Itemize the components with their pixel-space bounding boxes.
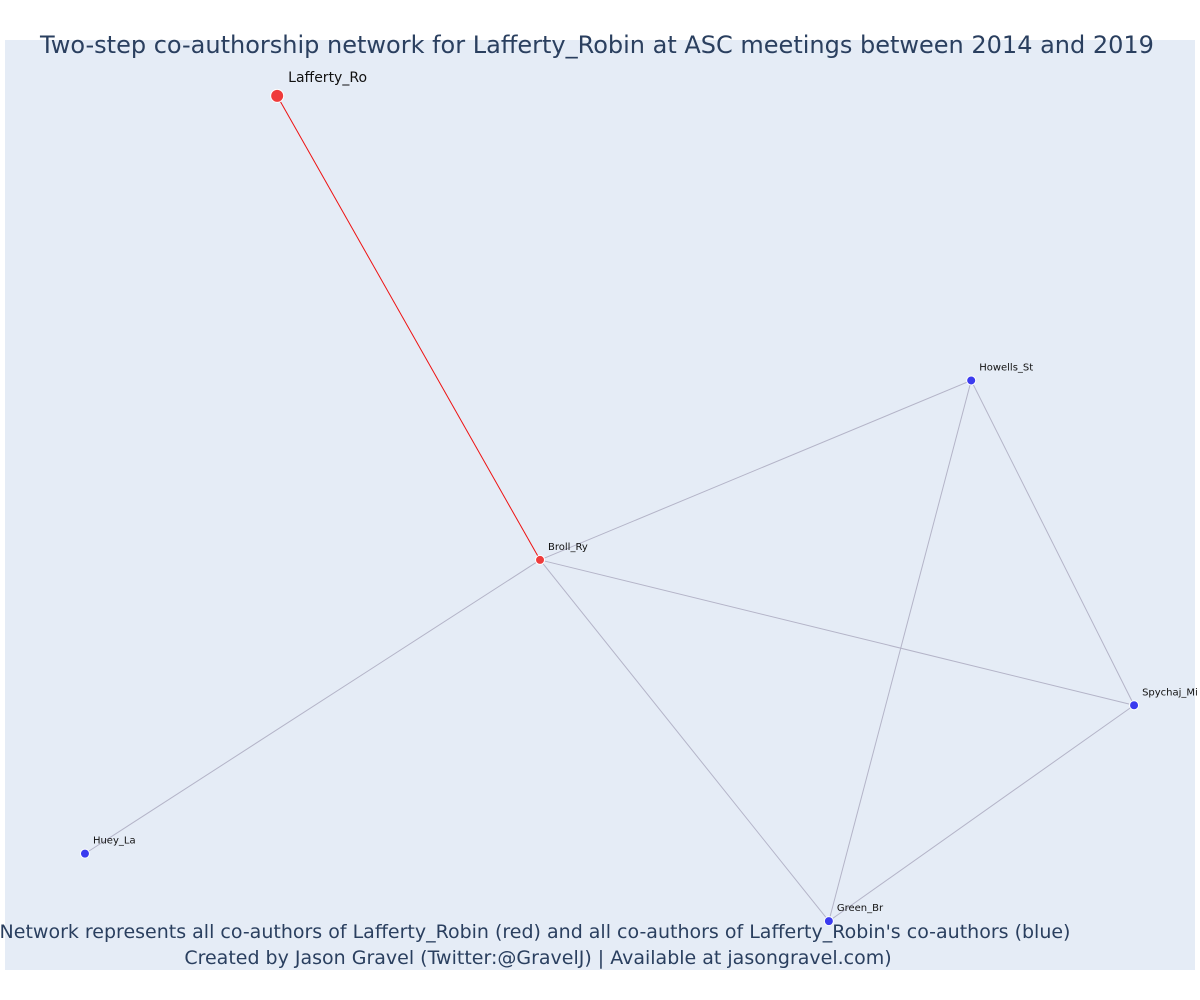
edges-layer bbox=[84, 95, 1135, 922]
node-spychaj[interactable] bbox=[1129, 700, 1140, 711]
edge-broll-howells bbox=[539, 380, 972, 561]
edge-lafferty-broll bbox=[276, 95, 541, 561]
node-label-spychaj: Spychaj_Mi bbox=[1142, 687, 1198, 698]
node-label-huey: Huey_La bbox=[93, 836, 136, 847]
node-label-broll: Broll_Ry bbox=[548, 542, 588, 553]
caption-line-1: Network represents all co-authors of Laf… bbox=[0, 921, 1070, 943]
node-howells[interactable] bbox=[966, 375, 977, 386]
node-label-green: Green_Br bbox=[837, 903, 884, 914]
node-broll[interactable] bbox=[535, 554, 546, 565]
edge-broll-spychaj bbox=[539, 559, 1135, 706]
caption-line-2: Created by Jason Gravel (Twitter:@Gravel… bbox=[184, 947, 891, 969]
edge-broll-huey bbox=[84, 559, 541, 855]
plot-background bbox=[5, 40, 1195, 970]
nodes-layer bbox=[79, 88, 1140, 927]
node-huey[interactable] bbox=[79, 848, 90, 859]
chart-title: Two-step co-authorship network for Laffe… bbox=[39, 31, 1154, 59]
edge-broll-green bbox=[539, 559, 830, 922]
edge-spychaj-green bbox=[828, 704, 1135, 922]
edge-howells-spychaj bbox=[970, 380, 1135, 706]
node-green[interactable] bbox=[823, 916, 834, 927]
edge-howells-green bbox=[828, 380, 972, 922]
node-label-lafferty: Lafferty_Ro bbox=[288, 70, 367, 86]
node-label-howells: Howells_St bbox=[979, 362, 1033, 373]
node-lafferty[interactable] bbox=[270, 88, 285, 103]
